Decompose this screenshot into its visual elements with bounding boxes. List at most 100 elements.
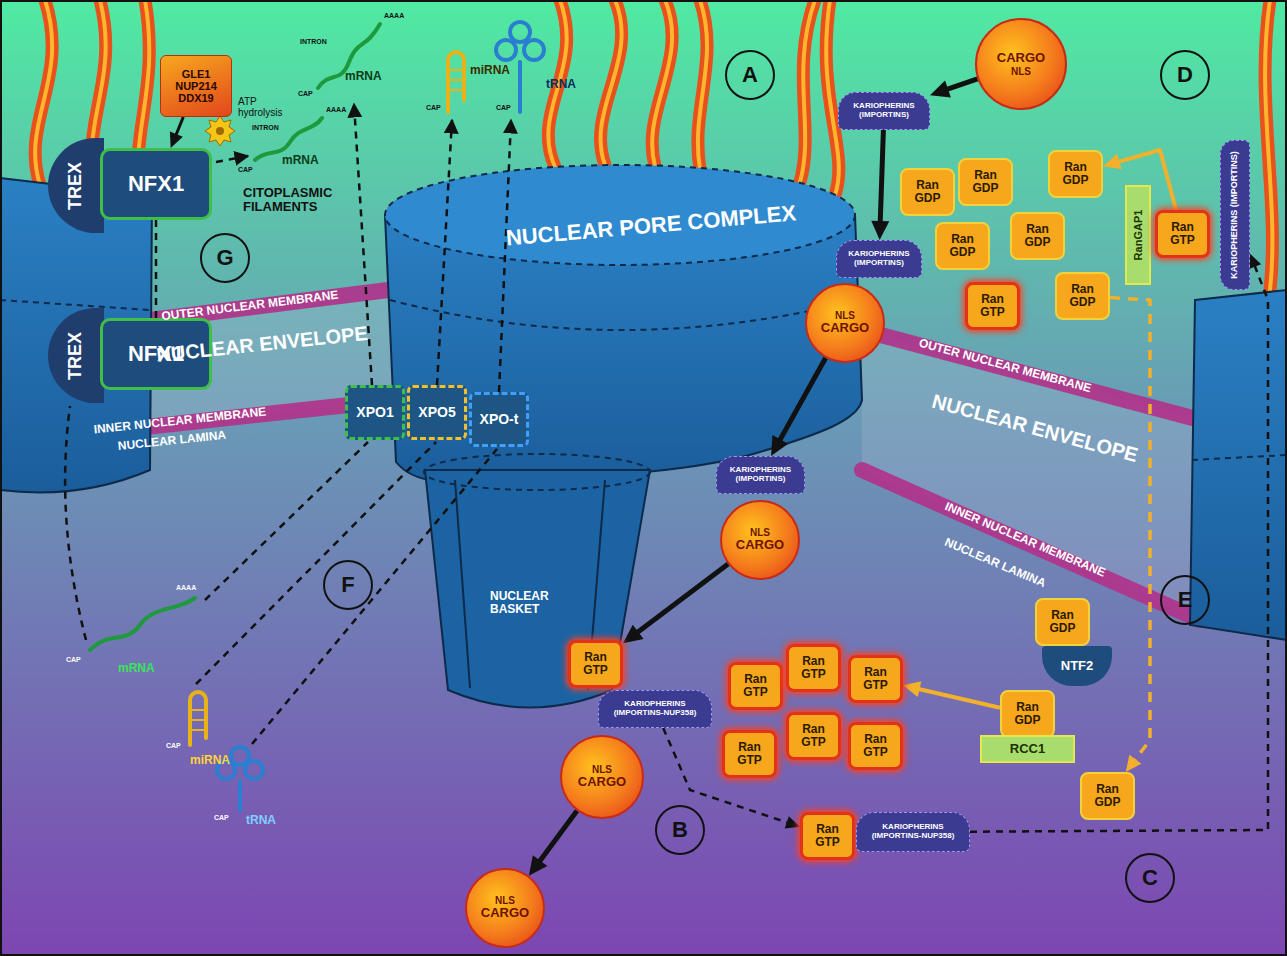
filament [698,0,707,169]
transport-path [437,120,452,385]
diagram-label: mRNA [345,70,382,83]
node-text: Ran GDP [1090,783,1126,809]
cargo-circle: NLSCARGO [560,735,644,819]
ran-gdp-box: Ran GDP [1055,272,1110,320]
connector-line [880,130,883,223]
node-text: A [742,63,758,87]
filament [652,0,672,166]
atp-gear [205,116,235,146]
filament [35,0,1272,290]
rna-strand [448,70,464,90]
node-text: NLS [1011,66,1031,77]
pore-complex [1192,455,1287,460]
ran-gtp-box: Ran GTP [800,812,855,860]
diagram-label: CAP [238,166,253,174]
node-text: RCC1 [1010,742,1045,756]
filament [35,0,52,185]
arrow-head [903,681,921,697]
node-text: B [672,818,688,842]
node-text: Ran GDP [968,169,1004,195]
connector-arrow [771,358,826,456]
pore-complex [385,165,855,265]
karyopherin-shape: KARIOPHERINS (IMPORTINS-NUP358) [856,812,970,852]
ran-gdp-box: Ran GDP [935,222,990,270]
node-text: C [1142,866,1158,890]
node-text: Ran GDP [1010,701,1046,727]
connector-line [918,689,1000,708]
transport-path [65,406,86,640]
arrow-head [771,435,788,456]
diagram-label: ATP hydrolysis [238,96,296,118]
filament [1265,0,1272,290]
karyopherin-shape: KARIOPHERINS (IMPORTINS) [716,456,805,494]
karyopherin-shape: KARIOPHERINS (IMPORTINS-NUP358) [598,690,712,728]
ran-gdp-box: Ran GDP [1048,150,1103,198]
arrow-head [1103,154,1122,169]
node-text: XPO1 [356,405,393,420]
node-text: Ran GDP [945,233,981,259]
diagram-label: INNER NUCLEAR MEMBRANE [93,405,267,436]
arrow-head [170,131,183,148]
transport-path [205,442,368,600]
rna-strand [245,761,263,779]
connector-arrow [529,811,577,876]
arrow-head [529,855,548,876]
ran-gtp-box: Ran GTP [568,640,623,688]
node-text: Ran GTP [738,673,774,699]
cargo-circle: CARGONLS [975,18,1067,110]
node-text: TREX [66,161,86,209]
connector-line [539,811,577,862]
diagram-label: OUTER NUCLEAR MEMBRANE [917,337,1092,396]
connector-arrow [903,681,1000,707]
pore-complex [0,300,150,310]
filament [698,0,707,169]
node-text: NLS [750,527,770,538]
diagram-label: INTRON [252,124,279,132]
node-text: CARGO [997,51,1045,65]
node-text: RanGAP1 [1132,210,1144,261]
pore-complex [424,454,650,490]
arrow-head [930,81,951,98]
diagram-label: CAP [214,814,229,822]
pore-complex [390,300,858,330]
ran-gdp-box: Ran GDP [1080,772,1135,820]
rna-strand [524,40,544,60]
callout-circle: F [323,560,373,610]
diagram-label: NUCLEAR PORE COMPLEX [505,201,797,250]
ran-gtp-box: Ran GTP [786,644,841,692]
cargo-circle: NLSCARGO [720,500,800,580]
ran-gdp-box: Ran GDP [1000,690,1055,738]
node-text: NLS [495,895,515,906]
ran-gtp-box: Ran GTP [722,730,777,778]
node-text: Ran GTP [858,666,894,692]
diagram-label: AAAA [326,106,346,114]
node-text: Ran GDP [1045,609,1081,635]
atp-gear [205,116,235,146]
connector-arrow [663,728,800,829]
node-text: E [1178,588,1193,612]
node-text: CARGO [481,906,529,920]
ran-gtp-box: Ran GTP [728,662,783,710]
callout-circle: C [1125,853,1175,903]
node-text: Ran GDP [1058,161,1094,187]
ran-gtp-box: Ran GTP [848,655,903,703]
karyopherin-shape: KARIOPHERINS (IMPORTINS) [1220,140,1250,290]
diagram-label: mRNA [282,154,319,167]
callout-circle: E [1160,575,1210,625]
node-text: Ran GTP [1165,221,1201,247]
connector-line [779,358,825,441]
cargo-circle: NLSCARGO [465,868,545,948]
rna-strand [238,782,242,810]
diagram-label: mRNA [118,662,155,675]
ran-gdp-box: Ran GDP [958,158,1013,206]
callout-circle: A [725,50,775,100]
node-text: Ran GDP [1065,283,1101,309]
pore-complex [1190,290,1287,640]
rcc1-box: RCC1 [980,735,1075,763]
connector-line [637,564,729,633]
membrane [862,470,1200,620]
gle1-box: GLE1 NUP214 DDX19 [160,55,232,117]
